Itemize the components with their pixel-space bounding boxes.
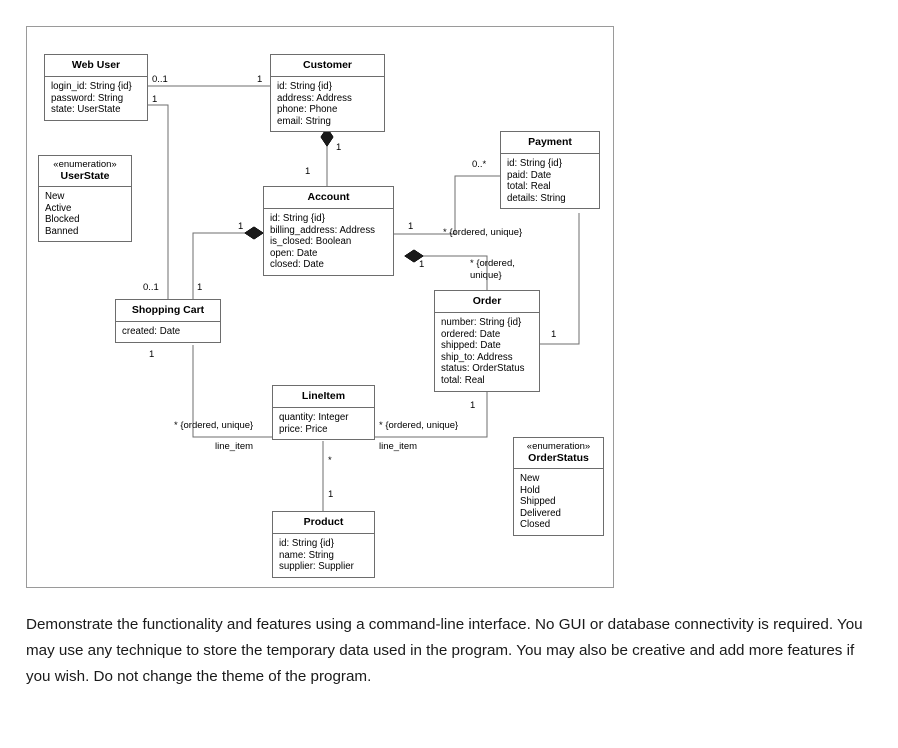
attribute: id: String {id} (279, 538, 334, 549)
instruction-paragraph: Demonstrate the functionality and featur… (26, 616, 863, 685)
enum-box-order-status[interactable]: «enumeration» OrderStatus New Hold Shipp… (513, 437, 604, 536)
attribute: email: String (277, 115, 331, 127)
enum-literal: Closed (520, 519, 551, 531)
label-order-lineitem-role: line_item (379, 441, 418, 452)
label-cart-lineitem-cart-end: 1 (149, 349, 155, 360)
class-attributes-account: id: String {id} billing_address: Address… (264, 209, 393, 275)
class-name-order: Order (435, 291, 539, 313)
attribute: quantity: Integer (279, 412, 349, 423)
label-cart-lineitem-ordered-constraint: * {ordered, unique} (174, 420, 254, 431)
enum-literals-user-state: New Active Blocked Banned (39, 187, 131, 241)
label-cart-webuser-cart-end: 0..1 (143, 282, 159, 293)
attribute: details: String (507, 192, 566, 204)
enum-name-user-state: UserState (60, 170, 110, 182)
attribute: state: UserState (51, 104, 121, 116)
class-name-payment: Payment (501, 132, 599, 154)
enum-name-order-status: OrderStatus (528, 452, 589, 464)
class-name-line-item: LineItem (273, 386, 374, 408)
enum-stereotype: «enumeration» (53, 159, 117, 170)
class-box-order[interactable]: Order number: String {id} ordered: Date … (434, 290, 540, 392)
attribute: created: Date (122, 326, 181, 337)
attribute: ordered: Date (441, 328, 501, 340)
attribute: paid: Date (507, 169, 552, 181)
attribute: status: OrderStatus (441, 363, 525, 375)
label-order-lineitem-order-end: 1 (470, 400, 476, 411)
class-name-product: Product (273, 512, 374, 534)
label-account-payment-account-end: 1 (408, 221, 414, 232)
label-webuser-customer-target: 1 (257, 74, 263, 85)
attribute: supplier: Supplier (279, 561, 354, 573)
label-order-lineitem-ordered-constraint: * {ordered, unique} (379, 420, 459, 431)
class-box-line-item[interactable]: LineItem quantity: Integer price: Price (272, 385, 375, 441)
attribute: id: String {id} (277, 81, 332, 92)
enum-header-user-state: «enumeration» UserState (39, 156, 131, 187)
enum-literal: New (520, 473, 540, 484)
enum-literal: Active (45, 202, 72, 214)
label-cart-account-cart-end: 1 (197, 282, 203, 293)
class-box-shopping-cart[interactable]: Shopping Cart created: Date (115, 299, 221, 343)
attribute: total: Real (507, 181, 551, 193)
label-lineitem-product-lineitem-end: * (328, 455, 332, 466)
label-account-cart-account-end: 1 (238, 221, 244, 232)
enum-literal: New (45, 191, 65, 202)
class-name-account: Account (264, 187, 393, 209)
attribute: open: Date (270, 247, 318, 259)
class-box-account[interactable]: Account id: String {id} billing_address:… (263, 186, 394, 276)
attribute: id: String {id} (270, 213, 325, 224)
class-attributes-customer: id: String {id} address: Address phone: … (271, 77, 384, 131)
attribute: address: Address (277, 92, 352, 104)
attribute: shipped: Date (441, 340, 501, 352)
class-box-customer[interactable]: Customer id: String {id} address: Addres… (270, 54, 385, 133)
attribute: ship_to: Address (441, 351, 513, 363)
attribute: id: String {id} (507, 158, 562, 169)
label-webuser-cart-source: 1 (152, 94, 158, 105)
class-attributes-shopping-cart: created: Date (116, 322, 220, 342)
attribute: number: String {id} (441, 317, 522, 328)
attribute: closed: Date (270, 259, 324, 271)
class-attributes-web-user: login_id: String {id} password: String s… (45, 77, 147, 120)
class-name-customer: Customer (271, 55, 384, 77)
class-name-shopping-cart: Shopping Cart (116, 300, 220, 322)
label-customer-account-account-end: 1 (305, 166, 311, 177)
attribute: login_id: String {id} (51, 81, 132, 92)
attribute: phone: Phone (277, 104, 338, 116)
class-box-product[interactable]: Product id: String {id} name: String sup… (272, 511, 375, 578)
class-attributes-line-item: quantity: Integer price: Price (273, 408, 374, 439)
enum-literal: Blocked (45, 214, 80, 226)
enum-literal: Banned (45, 225, 79, 237)
attribute: price: Price (279, 423, 328, 435)
enum-literals-order-status: New Hold Shipped Delivered Closed (514, 469, 603, 535)
enum-header-order-status: «enumeration» OrderStatus (514, 438, 603, 469)
class-box-payment[interactable]: Payment id: String {id} paid: Date total… (500, 131, 600, 210)
enum-literal: Shipped (520, 496, 556, 508)
label-account-payment-ordered-constraint: * {ordered, unique} (443, 227, 523, 238)
class-attributes-product: id: String {id} name: String supplier: S… (273, 534, 374, 577)
label-customer-account-customer-end: 1 (336, 142, 342, 153)
enum-literal: Delivered (520, 507, 561, 519)
label-account-payment-payment-end: 0..* (472, 159, 487, 170)
enum-box-user-state[interactable]: «enumeration» UserState New Active Block… (38, 155, 132, 243)
attribute: name: String (279, 549, 334, 561)
enum-literal: Hold (520, 484, 540, 496)
class-attributes-order: number: String {id} ordered: Date shippe… (435, 313, 539, 391)
label-lineitem-product-product-end: 1 (328, 489, 334, 500)
attribute: billing_address: Address (270, 224, 376, 236)
attribute: password: String (51, 92, 124, 104)
class-box-web-user[interactable]: Web User login_id: String {id} password:… (44, 54, 148, 121)
label-account-order-account-end: 1 (419, 259, 425, 270)
label-cart-lineitem-role: line_item (215, 441, 254, 452)
label-webuser-customer-source: 0..1 (152, 74, 168, 85)
class-name-web-user: Web User (45, 55, 147, 77)
enum-stereotype: «enumeration» (526, 441, 591, 452)
label-account-order-ordered-constraint: * {ordered, unique} (470, 258, 515, 281)
attribute: is_closed: Boolean (270, 236, 352, 248)
label-order-payment-order-end: 1 (551, 329, 557, 340)
class-attributes-payment: id: String {id} paid: Date total: Real d… (501, 154, 599, 208)
attribute: total: Real (441, 374, 485, 386)
